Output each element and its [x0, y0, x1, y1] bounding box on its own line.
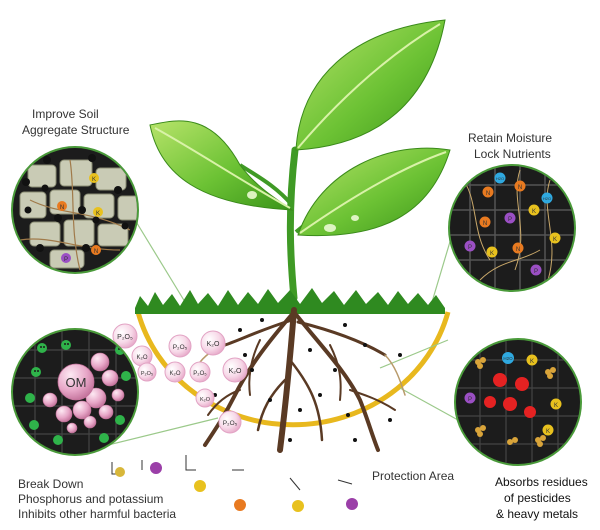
bacteria-critters [111, 455, 358, 512]
svg-text:P: P [468, 245, 472, 251]
bubble-k2o: K₂O [200, 330, 226, 356]
svg-text:K: K [530, 359, 534, 365]
svg-text:N: N [516, 247, 520, 253]
nutrient-n: N [91, 245, 101, 255]
nutrient-k: K [93, 207, 103, 217]
svg-text:K₂O: K₂O [170, 371, 181, 377]
nutrient-n: N [514, 180, 526, 192]
svg-text:K₂O: K₂O [229, 368, 242, 375]
nutrient-n: N [482, 186, 494, 198]
nutrient-bubbles: P₂O₅ K₂O P₂O₅ P₂O₅ K₂O P₂O₅ K₂O K₂O K₂O … [112, 323, 248, 434]
bubble-k2o: K₂O [195, 388, 215, 408]
nutrient-n: N [57, 201, 67, 211]
svg-text:K: K [92, 177, 96, 183]
nutrient-p: P [464, 392, 476, 404]
svg-text:P₂O₅: P₂O₅ [141, 371, 153, 377]
label-absorbs-line3: & heavy metals [496, 507, 578, 521]
nutrient-k: K [542, 424, 554, 436]
nutrient-p: P [464, 240, 476, 252]
label-protection-area: Protection Area [372, 469, 454, 483]
svg-text:P: P [534, 269, 538, 275]
soil-aggregate-circle: K K N N P [11, 146, 139, 274]
label-break-line1: Break Down [18, 477, 83, 491]
label-break-down: Break Down Phosphorus and potassium Inhi… [18, 477, 176, 521]
svg-text:H2O: H2O [496, 176, 504, 181]
bubble-p2o5: P₂O₅ [218, 410, 242, 434]
svg-text:K: K [532, 209, 536, 215]
nutrient-k: K [528, 204, 540, 216]
residue-absorption-circle: H2O K K K P [454, 338, 582, 466]
svg-text:P₂O₅: P₂O₅ [173, 344, 188, 351]
bubble-p2o5: P₂O₅ [189, 361, 211, 383]
protection-area-arc [135, 311, 451, 428]
connector-lines [107, 214, 459, 446]
bubble-k2o: K₂O [131, 345, 153, 367]
organic-matter-circle: OM [11, 328, 139, 456]
svg-text:P₂O₅: P₂O₅ [223, 420, 238, 427]
nutrient-k: K [89, 173, 99, 183]
label-absorbs-line2: of pesticides [504, 491, 571, 505]
bubble-k2o: K₂O [222, 357, 248, 383]
svg-text:H2O: H2O [503, 356, 513, 361]
nutrient-k: K [526, 354, 538, 366]
label-improve-soil-line1: Improve Soil [32, 107, 99, 121]
svg-text:P: P [508, 217, 512, 223]
svg-text:K₂O: K₂O [200, 397, 211, 403]
svg-text:K: K [554, 403, 558, 409]
nutrient-p: P [530, 264, 542, 276]
svg-text:K₂O: K₂O [207, 341, 220, 348]
plant-stem [286, 146, 299, 302]
bubble-p2o5: P₂O₅ [168, 334, 192, 358]
bubble-k2o: K₂O [164, 361, 186, 383]
leaf-right [297, 147, 451, 237]
water-h2o: H2O [494, 172, 506, 184]
moisture-circle: N N H2O H2O K K N P P K N P [448, 164, 576, 292]
nutrient-k: K [549, 232, 561, 244]
label-improve-soil: Improve Soil Aggregate Structure [22, 107, 130, 137]
nutrient-n: N [479, 216, 491, 228]
svg-text:N: N [60, 205, 64, 211]
svg-text:K: K [546, 429, 550, 435]
label-absorbs-line1: Absorbs residues [495, 475, 588, 489]
svg-text:K: K [553, 237, 557, 243]
svg-text:P: P [468, 397, 472, 403]
label-break-line3: Inhibits other harmful bacteria [18, 507, 176, 521]
svg-text:N: N [483, 221, 487, 227]
svg-text:H2O: H2O [543, 196, 551, 201]
bubble-p2o5: P₂O₅ [137, 362, 157, 382]
nutrient-p: P [504, 212, 516, 224]
svg-text:P: P [64, 257, 68, 263]
svg-text:N: N [518, 185, 522, 191]
leaf-top [295, 19, 446, 151]
om-particle: OM [57, 363, 95, 401]
svg-text:P₂O₅: P₂O₅ [117, 334, 133, 341]
label-break-line2: Phosphorus and potassium [18, 492, 163, 506]
plant [149, 19, 451, 302]
svg-text:N: N [94, 249, 98, 255]
label-retain-line2: Lock Nutrients [474, 147, 551, 161]
svg-text:N: N [486, 191, 490, 197]
nutrient-n: N [512, 242, 524, 254]
nutrient-k: K [486, 246, 498, 258]
label-retain-moisture: Retain Moisture Lock Nutrients [468, 131, 552, 161]
nutrient-p: P [61, 253, 71, 263]
label-improve-soil-line2: Aggregate Structure [22, 123, 130, 137]
water-h2o: H2O [541, 192, 553, 204]
svg-text:P₂O₅: P₂O₅ [193, 371, 207, 377]
label-absorbs: Absorbs residues of pesticides & heavy m… [495, 475, 588, 521]
grass-strip [135, 288, 445, 314]
bubble-p2o5: P₂O₅ [112, 323, 138, 349]
water-h2o: H2O [502, 352, 514, 364]
svg-text:K₂O: K₂O [137, 355, 148, 361]
nutrient-k: K [550, 398, 562, 410]
svg-text:K: K [490, 251, 494, 257]
label-retain-line1: Retain Moisture [468, 131, 552, 145]
svg-text:K: K [96, 211, 100, 217]
svg-text:OM: OM [66, 375, 87, 390]
